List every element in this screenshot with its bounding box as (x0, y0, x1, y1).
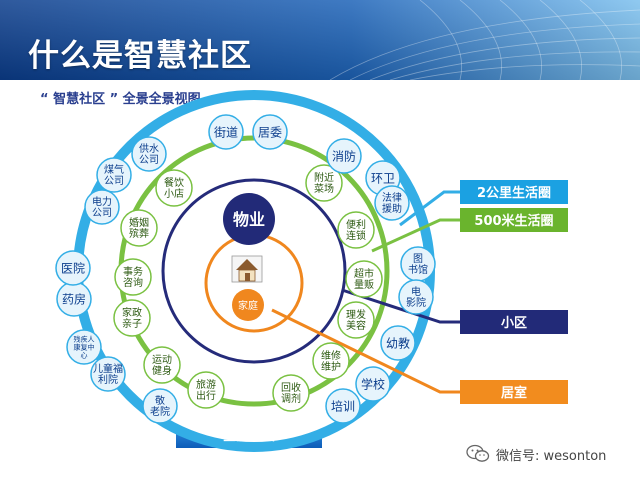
outer-item-bubble (66, 329, 102, 365)
outer-item-label: 居委 (258, 125, 282, 139)
callout-2km-label: 2公里生活圈 (477, 185, 551, 201)
connector-500m (371, 218, 460, 253)
outer-item-bubble (398, 279, 434, 315)
outer-item-label: 环卫 (371, 171, 395, 185)
connector-jushi (271, 308, 460, 394)
green-item-label: 便利连锁 (346, 218, 366, 242)
outer-item-bubble (326, 138, 362, 174)
green-item-label: 运动健身 (152, 354, 172, 377)
outer-item-label: 培训 (331, 398, 355, 413)
green-item-bubble (187, 371, 225, 409)
outer-item-bubble (55, 250, 91, 286)
outer-item-label: 敬老院 (150, 394, 170, 418)
outer-item-label: 药房 (62, 291, 86, 306)
outer-item-label: 残疾人康复中心 (74, 335, 95, 360)
callout-500m-label: 500米生活圈 (474, 213, 553, 229)
green-item-bubble (114, 258, 152, 296)
callout-2km-box (460, 180, 568, 204)
outer-item-label: 供水公司 (139, 142, 159, 166)
green-item-label: 回收调剂 (281, 381, 301, 405)
outer-item-bubble (208, 114, 244, 150)
callout-xiaoqu-box (460, 310, 568, 334)
green-item-bubble (272, 374, 310, 412)
green-item-bubble (337, 301, 375, 339)
callout-xiaoqu-label: 小区 (501, 316, 527, 331)
outer-item-bubble (96, 157, 132, 193)
green-item-label: 附近菜场 (314, 171, 334, 195)
outer-item-bubble (90, 356, 126, 392)
green-item-label: 餐饮小店 (164, 176, 184, 200)
outer-item-label: 煤气公司 (104, 163, 124, 187)
banner-background (0, 0, 640, 80)
outer-item-label: 图书馆 (408, 253, 428, 276)
green-item-label: 事务咨询 (123, 265, 143, 289)
green-item-bubble (155, 169, 193, 207)
wuye-label: 物业 (233, 210, 265, 229)
outer-item-bubble (84, 189, 120, 225)
green-item-label: 旅游出行 (196, 378, 216, 402)
green-item-bubble (143, 346, 181, 384)
connector-xiaoqu (341, 288, 460, 324)
outer-item-label: 消防 (332, 148, 356, 163)
green-item-bubble (345, 260, 383, 298)
green-item-bubble (305, 164, 343, 202)
connector-2km (399, 190, 460, 227)
outer-item-label: 幼教 (386, 335, 410, 350)
page-title: 什么是智慧社区 (28, 38, 252, 74)
outer-item-label: 电影院 (406, 285, 426, 309)
watermark-text: 微信号: wesonton (496, 448, 607, 464)
outer-item-label: 法律援助 (382, 191, 402, 215)
outer-item-bubble (325, 388, 361, 424)
callout-jushi-label: 居室 (501, 385, 527, 401)
subtitle: “ 智慧社区 ” 全景全景视图 (40, 92, 201, 107)
outer-item-bubble (355, 366, 391, 402)
green-item-label: 婚姻殡葬 (129, 216, 149, 240)
jiating-label: 家庭 (238, 299, 258, 312)
outer-item-label: 街道 (214, 125, 238, 139)
green-item-label: 家政亲子 (122, 306, 142, 330)
outer-item-label: 学校 (361, 376, 385, 391)
outer-item-bubble (374, 185, 410, 221)
outer-item-label: 医院 (61, 261, 85, 275)
green-item-bubble (120, 209, 158, 247)
wechat-icon (466, 444, 490, 462)
outer-item-bubble (142, 388, 178, 424)
green-item-label: 超市量贩 (354, 267, 374, 291)
house-icon (231, 255, 263, 283)
callout-jushi-box (460, 380, 568, 404)
green-item-bubble (113, 299, 151, 337)
outer-item-label: 电力公司 (92, 195, 112, 219)
green-item-bubble (312, 342, 350, 380)
outer-item-bubble (252, 114, 288, 150)
outer-item-bubble (380, 325, 416, 361)
callout-500m-box (460, 208, 568, 232)
green-item-label: 维修维护 (321, 349, 341, 373)
wuye-node (223, 193, 275, 245)
jiating-node (232, 289, 264, 321)
header-banner (0, 0, 640, 80)
footer-label: 全景视图 (222, 429, 275, 444)
green-item-bubble (337, 211, 375, 249)
outer-item-bubble (131, 136, 167, 172)
outer-item-label: 儿童福利院 (93, 362, 123, 386)
green-item-label: 理发美容 (346, 308, 366, 332)
watermark: 微信号: wesonton (466, 444, 606, 464)
